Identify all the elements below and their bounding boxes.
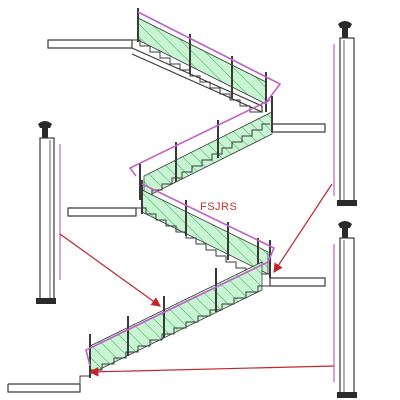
arrow-bottom-right-to-base [88,365,335,377]
watermark-text: FSJRS [200,201,238,213]
detail-post-left [36,121,61,304]
callout-arrows [59,183,335,377]
flight-3 [67,180,276,278]
arrow-top-right-to-landing [273,183,333,274]
flight-4 [7,261,326,393]
flight-2 [128,96,326,200]
arrow-left-to-flight-4 [59,233,161,307]
detail-post-top-right [333,21,357,206]
flight-1 [47,8,282,113]
detail-post-bottom-right [333,221,357,398]
